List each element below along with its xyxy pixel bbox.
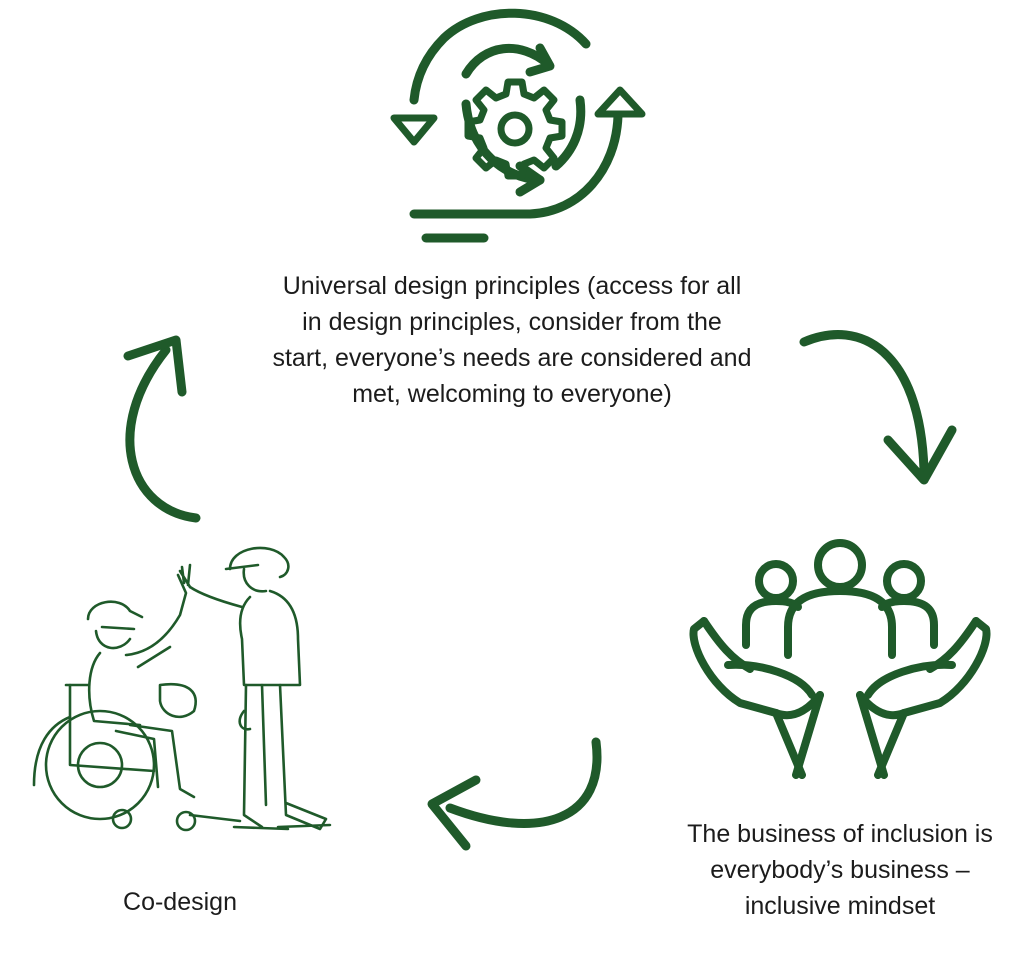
arrow-to-universal-design — [123, 335, 201, 523]
hands-holding-people-icon — [689, 539, 991, 779]
co-design-label: Co-design — [123, 888, 237, 916]
inclusive-mindset-label: The business of inclusion is everybody’s… — [687, 820, 993, 920]
arrow-to-co-design — [427, 737, 602, 851]
arrow-to-inclusive-mindset — [799, 330, 957, 485]
high-five-wheelchair-illustration — [32, 546, 332, 832]
universal-design-label: Universal design principles (access for … — [272, 272, 752, 408]
gear-cycle-icon — [390, 8, 646, 243]
